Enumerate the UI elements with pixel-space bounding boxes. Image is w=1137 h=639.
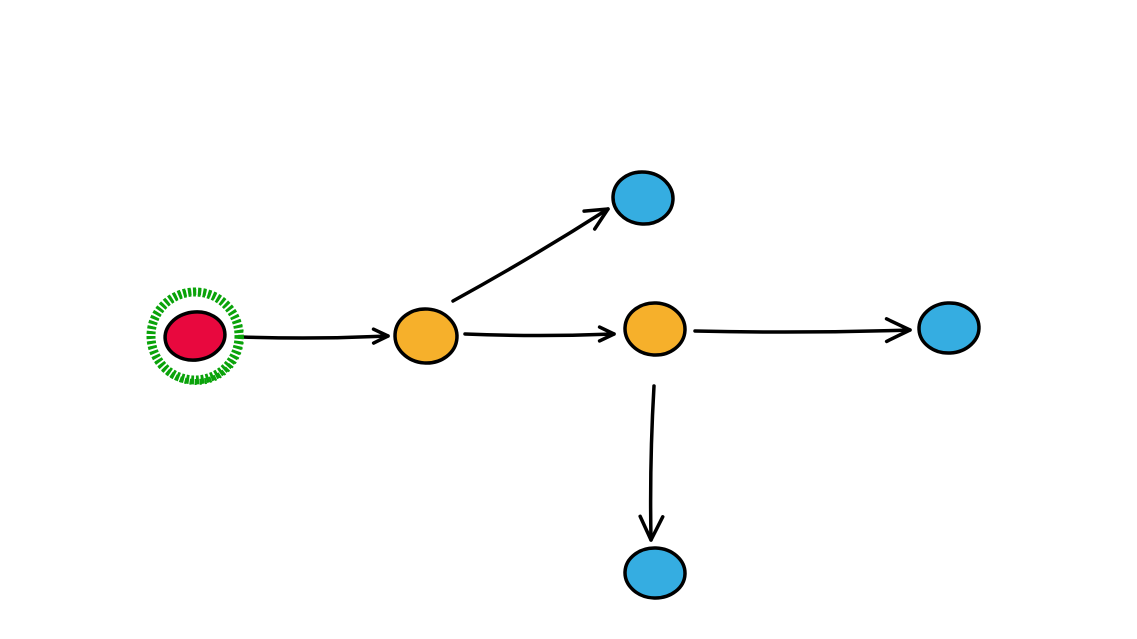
node-n0-start <box>146 287 244 385</box>
edges-layer <box>240 207 912 542</box>
arrowhead-icon <box>371 327 390 345</box>
arrowhead-icon <box>597 325 616 343</box>
node-n5-leaf <box>623 546 687 600</box>
node-n2-intermediate <box>623 301 687 357</box>
edge-n0-n1 <box>240 327 390 345</box>
edge-n1-n2 <box>463 325 616 343</box>
intermediate-node-circle <box>393 307 459 365</box>
edge-line <box>240 334 390 340</box>
edge-line <box>693 328 912 334</box>
node-n1-intermediate <box>393 307 459 365</box>
leaf-node-circle <box>623 546 687 600</box>
node-n4-leaf <box>917 301 981 355</box>
edge-n1-n3 <box>451 207 610 303</box>
highlight-ring-texture <box>148 289 244 385</box>
start-node-circle <box>163 310 227 362</box>
edge-line <box>463 332 616 338</box>
arrowhead-icon <box>582 207 610 231</box>
arrowhead-icon <box>638 514 665 542</box>
leaf-node-circle <box>917 301 981 355</box>
leaf-node-circle <box>611 170 675 226</box>
node-n3-leaf <box>611 170 675 226</box>
intermediate-node-circle <box>623 301 687 357</box>
edge-line <box>451 207 610 303</box>
nodes-layer <box>146 170 981 600</box>
edge-n2-n5 <box>638 384 665 542</box>
edge-n2-n4 <box>693 317 912 344</box>
edge-line <box>648 384 656 542</box>
arrowhead-icon <box>884 317 912 344</box>
